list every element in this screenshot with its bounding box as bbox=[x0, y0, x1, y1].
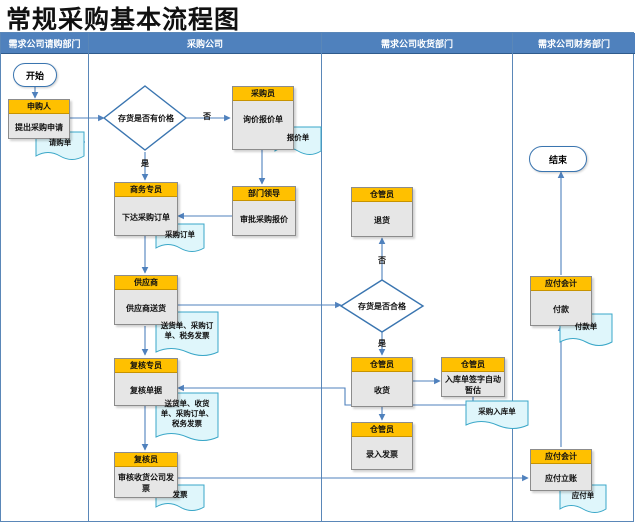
decision-qualified-label: 存货是否合格 bbox=[358, 301, 406, 311]
node-role: 仓管员 bbox=[352, 423, 412, 437]
end-terminal: 结束 bbox=[529, 146, 587, 172]
decision-has-price bbox=[102, 85, 188, 151]
edge-label-no: 否 bbox=[203, 112, 211, 121]
edge-label-yes: 是 bbox=[378, 339, 386, 348]
decision-qualified bbox=[339, 279, 425, 333]
node-text: 付款 bbox=[553, 304, 569, 314]
node-role: 仓管员 bbox=[352, 358, 412, 372]
lane-header: 需求公司财务部门 bbox=[513, 33, 635, 54]
node-requester: 申购人 提出采购申请 bbox=[8, 99, 70, 139]
node-role: 部门领导 bbox=[233, 187, 295, 201]
lane-finance-dept: 需求公司财务部门 bbox=[513, 33, 635, 521]
node-text: 录入发票 bbox=[366, 449, 398, 459]
decision-has-price-label: 存货是否有价格 bbox=[118, 113, 174, 123]
swimlane-board: 需求公司请购部门 采购公司 需求公司收货部门 需求公司财务部门 bbox=[0, 32, 635, 522]
node-ap-payment: 应付会计 付款 bbox=[530, 276, 592, 326]
edge-label-no: 否 bbox=[378, 256, 386, 265]
node-text: 提出采购申请 bbox=[15, 122, 63, 132]
page-title: 常规采购基本流程图 bbox=[6, 5, 241, 34]
doc-delivery-receipt-docs: 送货单、收货单、采购订单、税务发票 bbox=[160, 399, 214, 428]
node-ap-payable: 应付会计 应付立账 bbox=[530, 449, 592, 491]
node-role: 复核专员 bbox=[115, 359, 177, 373]
node-keeper-enter: 仓管员 录入发票 bbox=[351, 422, 413, 470]
doc-payment-form: 付款单 bbox=[574, 322, 598, 331]
node-role: 仓管员 bbox=[442, 358, 504, 372]
start-terminal: 开始 bbox=[13, 63, 57, 87]
node-role: 采购员 bbox=[233, 87, 293, 101]
node-text: 询价报价单 bbox=[243, 114, 283, 124]
node-keeper-sign: 仓管员 入库单签字自动暂估 bbox=[441, 357, 505, 397]
node-text: 复核单据 bbox=[130, 385, 162, 395]
doc-shape bbox=[559, 484, 607, 513]
doc-shape bbox=[465, 400, 529, 429]
edge-label-yes: 是 bbox=[141, 159, 149, 168]
flow-arrow bbox=[177, 384, 474, 406]
node-reviewer: 复核员 审核收货公司发票 bbox=[114, 452, 178, 498]
doc-delivery-docs: 送货单、采购订单、税务发票 bbox=[160, 321, 214, 340]
doc-quote-form: 报价单 bbox=[286, 133, 310, 142]
doc-request-form: 请购单 bbox=[48, 138, 72, 147]
node-dept-leader: 部门领导 审批采购报价 bbox=[232, 186, 296, 236]
lane-request-dept: 需求公司请购部门 bbox=[1, 33, 89, 521]
node-text: 审核收货公司发票 bbox=[118, 473, 174, 493]
doc-payable-form: 应付单 bbox=[571, 491, 595, 500]
doc-invoice: 发票 bbox=[172, 490, 188, 499]
node-role: 商务专员 bbox=[115, 183, 177, 197]
node-text: 供应商送货 bbox=[126, 303, 166, 313]
node-buyer: 采购员 询价报价单 bbox=[232, 86, 294, 150]
node-role: 应付会计 bbox=[531, 277, 591, 291]
node-role: 仓管员 bbox=[352, 188, 412, 202]
node-purchasing-specialist: 商务专员 下达采购订单 bbox=[114, 182, 178, 236]
node-role: 供应商 bbox=[115, 276, 177, 290]
lane-purchasing-company: 采购公司 bbox=[89, 33, 322, 521]
node-text: 退货 bbox=[374, 215, 390, 225]
node-keeper-return: 仓管员 退货 bbox=[351, 187, 413, 237]
node-role: 申购人 bbox=[9, 100, 69, 114]
lane-header: 采购公司 bbox=[89, 33, 321, 54]
node-text: 应付立账 bbox=[545, 473, 577, 483]
node-text: 下达采购订单 bbox=[122, 212, 170, 222]
doc-stock-in: 采购入库单 bbox=[478, 407, 516, 416]
node-keeper-receive: 仓管员 收货 bbox=[351, 357, 413, 407]
node-reviewer-specialist: 复核专员 复核单据 bbox=[114, 358, 178, 406]
node-text: 审批采购报价 bbox=[240, 214, 288, 224]
lane-receiving-dept: 需求公司收货部门 bbox=[322, 33, 513, 521]
lane-header: 需求公司收货部门 bbox=[322, 33, 512, 54]
node-supplier: 供应商 供应商送货 bbox=[114, 275, 178, 325]
node-role: 应付会计 bbox=[531, 450, 591, 464]
doc-purchase-order: 采购订单 bbox=[165, 230, 195, 239]
node-text: 收货 bbox=[374, 385, 390, 395]
node-text: 入库单签字自动暂估 bbox=[445, 375, 501, 395]
lane-header: 需求公司请购部门 bbox=[1, 33, 88, 54]
node-role: 复核员 bbox=[115, 453, 177, 467]
